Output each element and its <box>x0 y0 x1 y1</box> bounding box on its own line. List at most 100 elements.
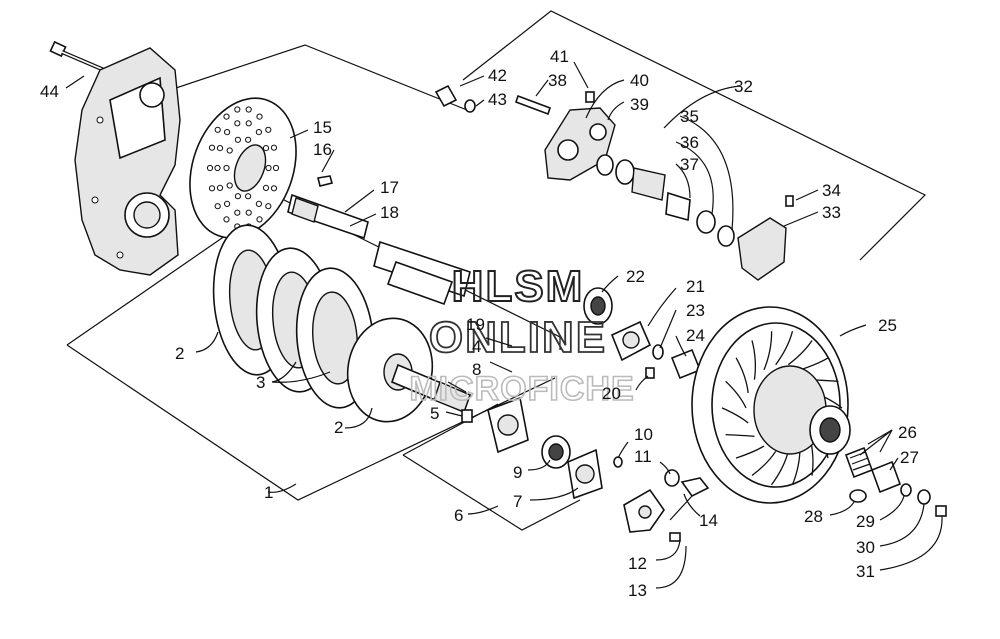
callout-34: 34 <box>822 181 841 200</box>
flange-plate-7 <box>567 448 603 500</box>
seal-ring <box>717 225 735 247</box>
disc-vent-hole <box>226 147 233 154</box>
disc-vent-hole <box>226 182 233 189</box>
callout-1: 1 <box>264 483 273 502</box>
callout-41: 41 <box>550 47 569 66</box>
disc-vent-hole <box>265 203 272 210</box>
callout-43: 43 <box>488 90 507 109</box>
leader-lines <box>65 61 943 589</box>
callout-17: 17 <box>380 178 399 197</box>
clutch-fin <box>721 407 749 424</box>
disc-vent-hole <box>256 113 263 120</box>
callout-36: 36 <box>680 133 699 152</box>
watermark-line1: HLSM <box>452 262 585 311</box>
group-outline-6 <box>402 403 581 531</box>
clutch-fin <box>735 357 749 394</box>
callout-25: 25 <box>878 316 897 335</box>
disc-vent-hole <box>262 184 270 191</box>
disc-vent-hole <box>208 185 216 192</box>
clutch-fin <box>725 433 755 437</box>
caliper-33 <box>737 217 787 281</box>
callout-5: 5 <box>430 404 439 423</box>
seal-35 <box>596 154 614 176</box>
bearing-22 <box>583 287 613 325</box>
sensor-14 <box>669 477 710 521</box>
spring-26 <box>844 446 874 479</box>
callout-38: 38 <box>548 71 567 90</box>
clutch-fin <box>751 450 777 477</box>
disc-vent-hole <box>255 200 262 207</box>
disc-vent-hole <box>216 145 224 152</box>
clutch-fin <box>751 340 757 380</box>
bolt-31 <box>935 505 947 517</box>
clutch-fin <box>763 331 773 371</box>
bearing-9 <box>541 435 571 469</box>
clutch-fin <box>735 445 765 459</box>
callout-31: 31 <box>856 562 875 581</box>
cap-27 <box>870 460 902 494</box>
shaft-center <box>386 260 454 306</box>
callout-16: 16 <box>313 140 332 159</box>
disc-vent-hole <box>216 184 224 191</box>
chaincase-housing <box>74 47 181 276</box>
callout-10: 10 <box>634 425 653 444</box>
clutch-fin <box>775 331 794 366</box>
callout-labels: 1 2 2 3 4 5 6 7 8 9 10 11 12 13 14 15 16… <box>40 47 919 600</box>
pin-38 <box>514 94 552 116</box>
callout-39: 39 <box>630 95 649 114</box>
disc-vent-hole <box>234 209 241 216</box>
callout-35: 35 <box>680 107 699 126</box>
nut-11 <box>664 469 680 487</box>
callout-40: 40 <box>630 71 649 90</box>
callout-6: 6 <box>454 506 463 525</box>
piston-36 <box>615 159 635 185</box>
callout-8: 8 <box>472 360 481 379</box>
washer-30 <box>917 489 931 505</box>
callout-13: 13 <box>628 581 647 600</box>
bolt-42 <box>434 84 458 108</box>
callout-26: 26 <box>898 423 917 442</box>
disc-vent-hole <box>245 106 252 113</box>
disc-vent-hole <box>245 136 252 143</box>
callout-12: 12 <box>628 554 647 573</box>
bolt-5 <box>461 409 473 423</box>
pad-37 <box>631 167 666 201</box>
flange-21 <box>610 320 652 362</box>
callout-44: 44 <box>40 82 59 101</box>
watermark: HLSM ONLINE MICROFICHE <box>409 261 635 409</box>
brake-disc-15 <box>189 97 297 239</box>
disc-vent-hole <box>206 164 214 172</box>
bleeder-41 <box>585 91 595 103</box>
washer-43 <box>464 99 476 113</box>
disc-vent-hole <box>245 193 252 200</box>
callout-32: 32 <box>734 77 753 96</box>
disc-vent-hole <box>214 164 221 172</box>
disc-vent-hole <box>214 126 221 133</box>
bleeder-34 <box>785 195 794 207</box>
callout-29: 29 <box>856 512 875 531</box>
screw-12 <box>669 532 681 542</box>
callout-11: 11 <box>634 447 652 466</box>
callout-37: 37 <box>680 155 699 174</box>
key-16 <box>317 175 333 187</box>
disc-vent-hole <box>223 113 230 120</box>
callout-19: 19 <box>466 315 485 334</box>
callout-14: 14 <box>699 511 718 530</box>
callout-24: 24 <box>686 326 705 345</box>
group-outline-32 <box>139 10 927 261</box>
driven-clutch-25 <box>691 306 851 504</box>
disc-vent-hole <box>224 129 231 136</box>
watermark-line3: MICROFICHE <box>409 370 634 408</box>
callout-21: 21 <box>686 277 705 296</box>
callout-9: 9 <box>513 463 522 482</box>
piston-2 <box>696 210 716 234</box>
callout-28: 28 <box>804 507 823 526</box>
bolt-44 <box>49 40 105 72</box>
bolt-20 <box>645 367 655 379</box>
callout-42: 42 <box>488 66 507 85</box>
washer-10 <box>613 456 623 468</box>
disc-vent-hole <box>223 216 230 223</box>
washer-28 <box>849 489 867 503</box>
disc-vent-hole <box>265 126 272 133</box>
